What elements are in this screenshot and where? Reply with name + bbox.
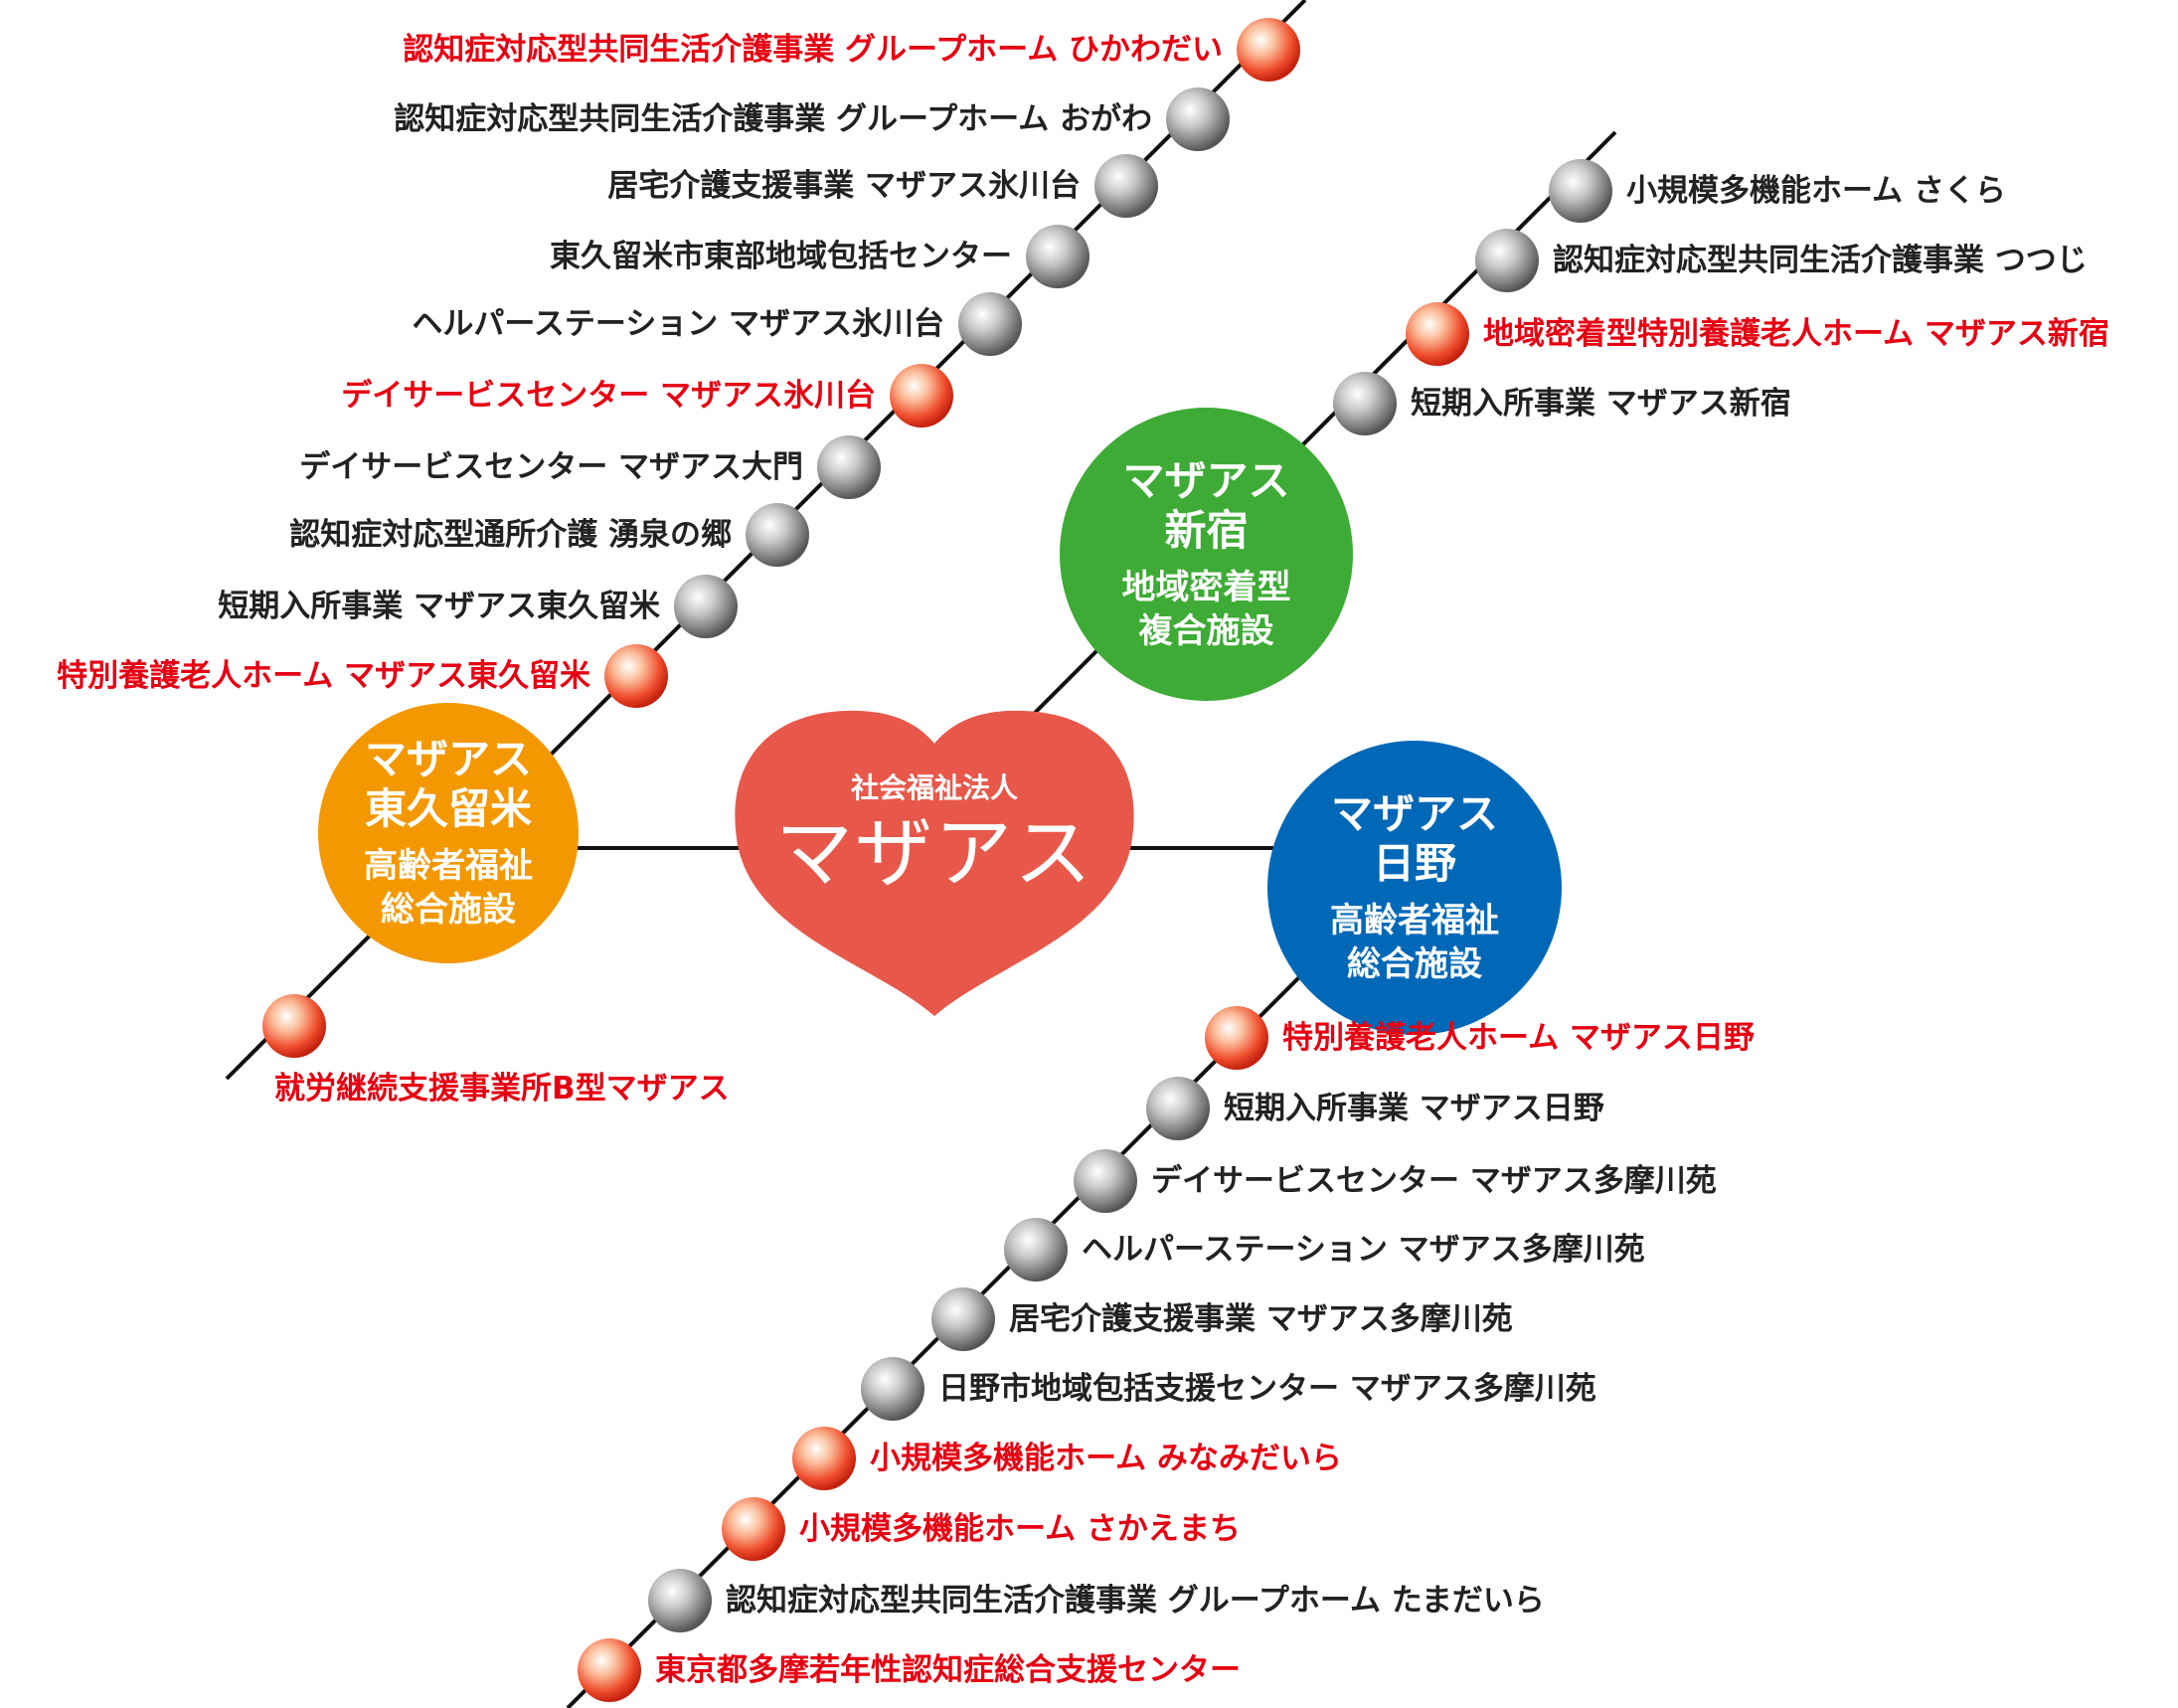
station-label: 居宅介護支援事業 マザアス多摩川苑 [1009, 1301, 1513, 1337]
station-label: デイサービスセンター マザアス氷川台 [341, 378, 876, 414]
station-marker-gray [648, 1569, 712, 1632]
station-marker-gray [1333, 372, 1397, 435]
station-marker-red [1406, 302, 1469, 366]
hub-name-line1: マザアス [1122, 455, 1290, 505]
station-label: 地域密着型特別養護老人ホーム マザアス新宿 [1483, 316, 2109, 352]
station-label: 東久留米市東部地域包括センター [550, 239, 1012, 274]
hub-name-line1: マザアス [1330, 789, 1498, 838]
station-marker-red [262, 994, 326, 1058]
station-marker-gray [1004, 1218, 1068, 1281]
station-label: 認知症対応型共同生活介護事業 グループホーム たまだいら [726, 1583, 1545, 1619]
hub-name-line1: マザアス [364, 735, 532, 783]
hub-shinjuku: マザアス 新宿 地域密着型 複合施設 [1060, 408, 1353, 701]
station-label: 短期入所事業 マザアス日野 [1224, 1091, 1604, 1126]
station-label: 認知症対応型共同生活介護事業 グループホーム ひかわだい [403, 32, 1223, 68]
hub-type-line2: 総合施設 [1347, 944, 1482, 984]
station-label: 短期入所事業 マザアス新宿 [1411, 386, 1791, 422]
station-marker-gray [817, 435, 881, 499]
station-marker-gray [1074, 1149, 1137, 1213]
station-marker-red [578, 1638, 641, 1702]
station-marker-red [604, 644, 668, 708]
station-label: デイサービスセンター マザアス大門 [299, 449, 803, 485]
station-marker-gray [746, 503, 809, 567]
station-label: 東京都多摩若年性認知症総合支援センター [655, 1652, 1241, 1688]
station-label: 小規模多機能ホーム さくら [1626, 173, 2006, 209]
station-label: デイサービスセンター マザアス多摩川苑 [1151, 1163, 1717, 1199]
center-heart-label: 社会福祉法人 マザアス [736, 770, 1133, 902]
station-label: 日野市地域包括支援センター マザアス多摩川苑 [938, 1371, 1596, 1407]
hub-name-line2: 日野 [1372, 839, 1456, 888]
station-marker-red [1205, 1006, 1268, 1070]
station-marker-gray [1146, 1077, 1210, 1140]
station-marker-red [1237, 18, 1300, 82]
station-marker-gray [674, 575, 738, 638]
organization-type: 社会福祉法人 [850, 771, 1018, 804]
station-label: 居宅介護支援事業 マザアス氷川台 [607, 168, 1081, 204]
station-label: 認知症対応型共同生活介護事業 つつじ [1553, 243, 2088, 278]
station-label: 短期入所事業 マザアス東久留米 [218, 589, 660, 624]
station-label: 特別養護老人ホーム マザアス東久留米 [57, 658, 590, 694]
station-marker-gray [1094, 154, 1158, 218]
station-marker-red [722, 1497, 785, 1561]
station-label: 認知症対応型通所介護 湧泉の郷 [289, 517, 732, 553]
station-marker-gray [1166, 87, 1230, 151]
station-marker-gray [931, 1287, 995, 1351]
station-label: ヘルパーステーション マザアス多摩川苑 [1082, 1232, 1645, 1268]
station-marker-red [890, 364, 953, 427]
station-label: ヘルパーステーション マザアス氷川台 [412, 306, 944, 342]
hub-higashikurume: マザアス 東久留米 高齢者福祉 総合施設 [318, 703, 579, 963]
hub-type-line1: 地域密着型 [1121, 567, 1291, 607]
hub-type-line2: 総合施設 [381, 890, 516, 930]
station-marker-red [792, 1427, 856, 1490]
station-label: 認知症対応型共同生活介護事業 グループホーム おがわ [394, 101, 1152, 137]
hub-type-line1: 高齢者福祉 [364, 846, 533, 886]
station-marker-gray [861, 1357, 924, 1421]
hub-name-line2: 東久留米 [364, 784, 532, 833]
station-label: 就労継続支援事業所B型マザアス [274, 1071, 730, 1107]
station-marker-gray [1026, 225, 1089, 288]
station-label: 特別養護老人ホーム マザアス日野 [1282, 1020, 1755, 1056]
organization-name: マザアス [774, 809, 1093, 899]
hub-type-line1: 高齢者福祉 [1330, 901, 1499, 940]
station-marker-gray [1475, 229, 1539, 292]
station-marker-gray [958, 292, 1022, 356]
hub-name-line2: 新宿 [1164, 505, 1249, 555]
hub-hino: マザアス 日野 高齢者福祉 総合施設 [1267, 741, 1562, 1035]
station-marker-gray [1549, 159, 1612, 223]
heart-shape [735, 710, 1134, 1016]
hub-type-line2: 複合施設 [1138, 610, 1274, 651]
station-label: 小規模多機能ホーム さかえまち [799, 1511, 1241, 1547]
station-label: 小規模多機能ホーム みなみだいら [870, 1441, 1342, 1476]
